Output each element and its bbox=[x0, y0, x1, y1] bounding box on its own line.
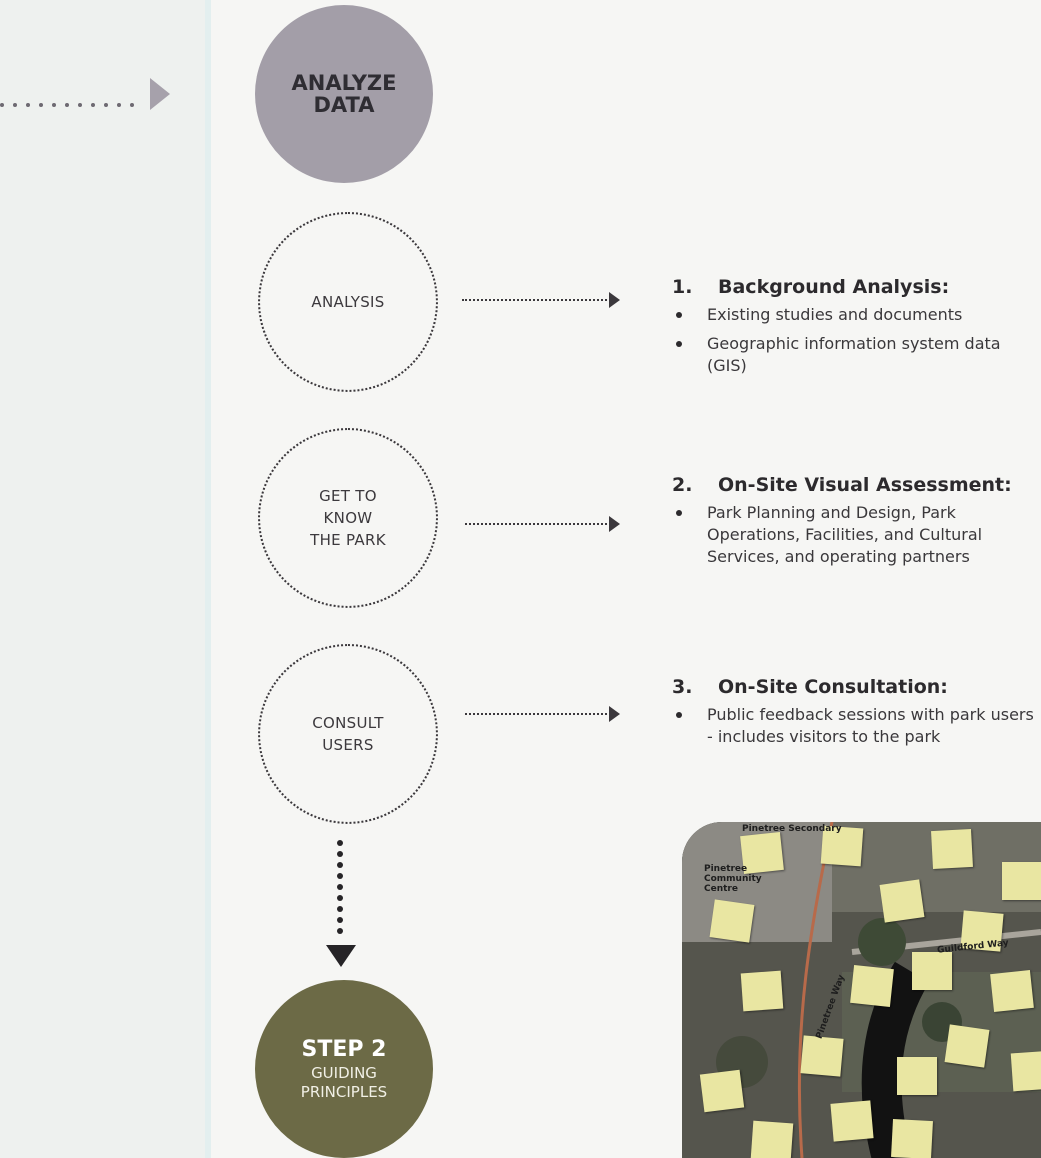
sticky-note bbox=[750, 1120, 794, 1158]
sticky-note bbox=[897, 1057, 937, 1095]
know-the-park-arrow-icon bbox=[609, 516, 620, 532]
visual-assessment-section: 2. On-Site Visual Assessment: Park Planni… bbox=[672, 474, 1041, 575]
left-background-band bbox=[0, 0, 205, 1158]
incoming-arrow-icon bbox=[150, 78, 170, 110]
bullet-icon bbox=[676, 341, 682, 347]
section-title: Background Analysis: bbox=[718, 276, 950, 298]
sticky-note bbox=[699, 1069, 745, 1113]
bullet-icon bbox=[676, 712, 682, 718]
sticky-note bbox=[990, 970, 1034, 1012]
sticky-note bbox=[879, 879, 925, 923]
bullet-item: Existing studies and documents bbox=[672, 304, 1041, 326]
know-the-park-label: GET TO KNOW THE PARK bbox=[310, 487, 386, 549]
analyze-data-circle: ANALYZE DATA bbox=[255, 5, 433, 183]
section-heading: 2. On-Site Visual Assessment: bbox=[672, 474, 1041, 496]
section-number: 3. bbox=[672, 676, 693, 698]
analysis-connector bbox=[462, 299, 607, 301]
bullet-text: Park Planning and Design, Park Operation… bbox=[707, 503, 983, 566]
analyze-data-label: ANALYZE DATA bbox=[291, 71, 397, 117]
incoming-dotted-line bbox=[0, 92, 150, 107]
map-label-secondary: Pinetree Secondary bbox=[742, 824, 842, 834]
band-divider bbox=[205, 0, 211, 1158]
bullet-list: Existing studies and documents Geographi… bbox=[672, 304, 1041, 377]
sticky-note bbox=[830, 1100, 874, 1142]
analysis-label: ANALYSIS bbox=[311, 293, 385, 311]
map-label-community-centre: Pinetree Community Centre bbox=[704, 864, 762, 894]
consult-users-connector bbox=[465, 713, 607, 715]
consult-users-arrow-icon bbox=[609, 706, 620, 722]
sticky-note bbox=[709, 899, 755, 943]
sticky-note bbox=[931, 828, 973, 870]
section-heading: 1. Background Analysis: bbox=[672, 276, 1041, 298]
section-title: On-Site Visual Assessment: bbox=[718, 474, 1012, 496]
bullet-item: Park Planning and Design, Park Operation… bbox=[672, 502, 1041, 568]
bullet-text: Public feedback sessions with park users… bbox=[707, 705, 1034, 746]
sticky-note bbox=[1010, 1050, 1041, 1092]
step2-circle: STEP 2 GUIDING PRINCIPLES bbox=[255, 980, 433, 1158]
bullet-icon bbox=[676, 312, 682, 318]
consultation-section: 3. On-Site Consultation: Public feedback … bbox=[672, 676, 1041, 755]
analysis-arrow-icon bbox=[609, 292, 620, 308]
section-heading: 3. On-Site Consultation: bbox=[672, 676, 1041, 698]
step2-title: STEP 2 bbox=[301, 1036, 387, 1062]
consult-users-label: CONSULT USERS bbox=[312, 714, 384, 754]
consultation-map-photo: Pinetree Secondary Pinetree Community Ce… bbox=[682, 822, 1041, 1158]
bullet-item: Public feedback sessions with park users… bbox=[672, 704, 1041, 748]
know-the-park-circle: GET TO KNOW THE PARK bbox=[258, 428, 438, 608]
section-number: 1. bbox=[672, 276, 693, 298]
sticky-note bbox=[1002, 862, 1041, 900]
know-the-park-connector bbox=[465, 523, 607, 525]
bullet-text: Geographic information system data (GIS) bbox=[707, 334, 1001, 375]
sticky-note bbox=[891, 1118, 933, 1158]
sticky-note bbox=[740, 970, 784, 1012]
section-title: On-Site Consultation: bbox=[718, 676, 948, 698]
bullet-list: Park Planning and Design, Park Operation… bbox=[672, 502, 1041, 568]
bullet-icon bbox=[676, 510, 682, 516]
step2-subtitle: GUIDING PRINCIPLES bbox=[300, 1063, 388, 1101]
vertical-dotted-line bbox=[336, 840, 344, 939]
bullet-list: Public feedback sessions with park users… bbox=[672, 704, 1041, 748]
consult-users-circle: CONSULT USERS bbox=[258, 644, 438, 824]
analysis-circle: ANALYSIS bbox=[258, 212, 438, 392]
bullet-text: Existing studies and documents bbox=[707, 305, 963, 324]
section-number: 2. bbox=[672, 474, 693, 496]
sticky-note bbox=[800, 1035, 844, 1077]
sticky-note bbox=[944, 1024, 990, 1068]
bullet-item: Geographic information system data (GIS) bbox=[672, 333, 1041, 377]
background-analysis-section: 1. Background Analysis: Existing studies … bbox=[672, 276, 1041, 384]
sticky-note bbox=[850, 965, 894, 1007]
sticky-note bbox=[912, 952, 952, 990]
down-arrow-icon bbox=[326, 945, 356, 967]
